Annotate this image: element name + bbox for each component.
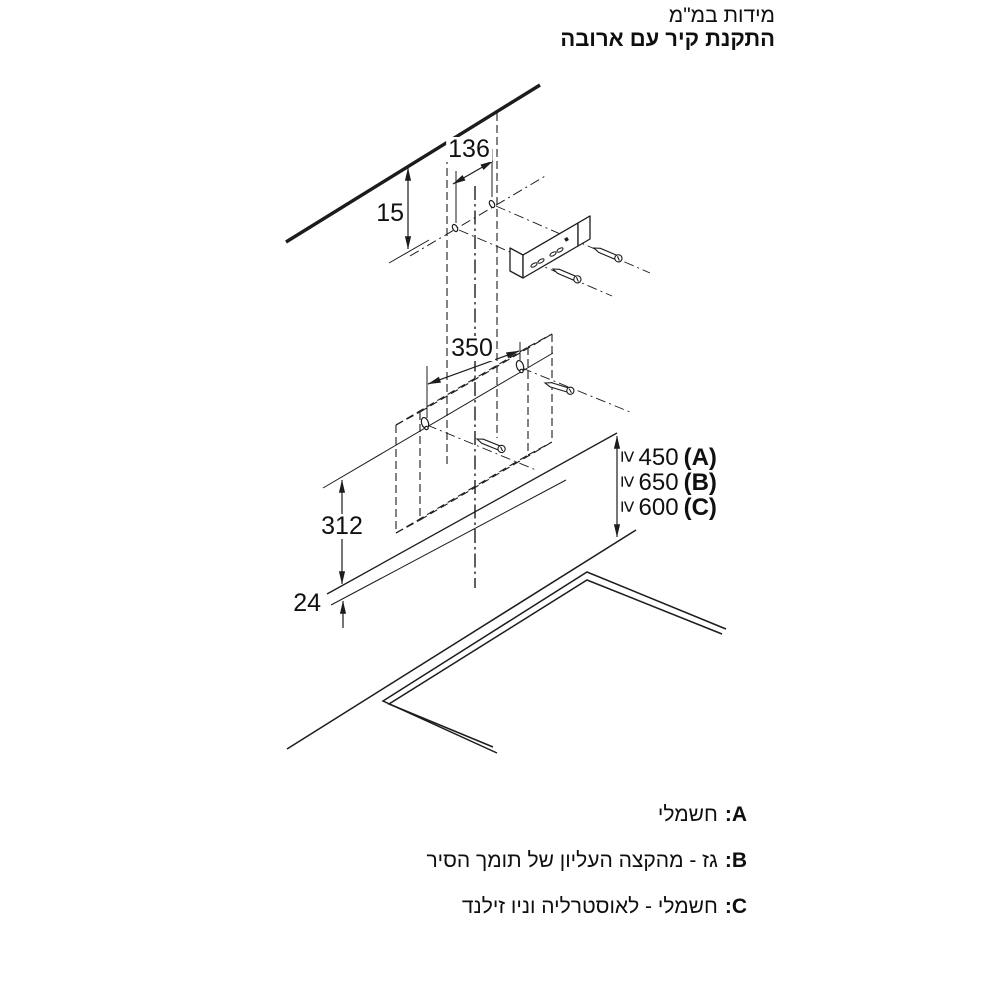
clearance-a: ≥450(A) xyxy=(616,444,717,471)
cooktop-outline xyxy=(381,571,727,754)
bracket-wall-holes xyxy=(451,199,496,233)
hood-bottom-lip xyxy=(330,479,567,606)
greater-equal-icon: ≥ xyxy=(616,500,640,513)
bracket-drilling-line xyxy=(409,174,548,257)
extension-lines xyxy=(426,149,521,418)
dimension-label-350: 350 xyxy=(449,334,495,362)
units-note: מידות במ"מ xyxy=(668,4,775,27)
dim-136-arrow xyxy=(452,160,494,185)
legend-item-a: A:חשמלי xyxy=(657,803,747,826)
diagram-title: התקנת קיר עם ארובה xyxy=(560,26,775,51)
dimension-label-24: 24 xyxy=(291,589,323,617)
counter-back-line xyxy=(286,529,637,750)
greater-equal-icon: ≥ xyxy=(616,450,640,463)
clearance-c: ≥600(C) xyxy=(616,494,717,521)
clearance-annotations: ≥450(A) ≥650(B) ≥600(C) xyxy=(616,444,717,521)
legend-item-b: B:גז - מהקצה העליון של תומך הסיר xyxy=(426,849,747,872)
greater-equal-icon: ≥ xyxy=(616,475,640,488)
anchor-drilling-line xyxy=(322,352,554,489)
mounting-bracket xyxy=(509,215,591,279)
bracket-screw-1 xyxy=(592,247,623,263)
bracket-screw-2 xyxy=(551,268,582,284)
wall-anchor-right xyxy=(515,359,525,374)
bracket-slots xyxy=(530,247,564,268)
chimney-duct-outline xyxy=(446,113,498,468)
page-title: מידות במ"מ התקנת קיר עם ארובה xyxy=(560,4,775,50)
dim-350-arrow xyxy=(427,350,520,385)
bracket-mark xyxy=(564,237,569,242)
anchor-screw-1 xyxy=(543,382,575,395)
legend-item-c: C:חשמלי - לאוסטרליה וניו זילנד xyxy=(461,895,747,918)
wall-anchor-left xyxy=(420,416,430,431)
legend: A:חשמלי B:גז - מהקצה העליון של תומך הסיר… xyxy=(426,802,747,940)
anchor-screw-2 xyxy=(475,438,506,454)
clearance-b: ≥650(B) xyxy=(616,469,717,496)
hood-bottom-edge xyxy=(326,432,618,595)
dimension-label-15: 15 xyxy=(374,199,406,227)
dimension-label-312: 312 xyxy=(319,512,365,540)
dimension-label-136: 136 xyxy=(446,135,492,163)
ceiling-line xyxy=(285,83,541,244)
hood-body-outline xyxy=(395,333,553,534)
drill-line-tick xyxy=(388,239,430,264)
